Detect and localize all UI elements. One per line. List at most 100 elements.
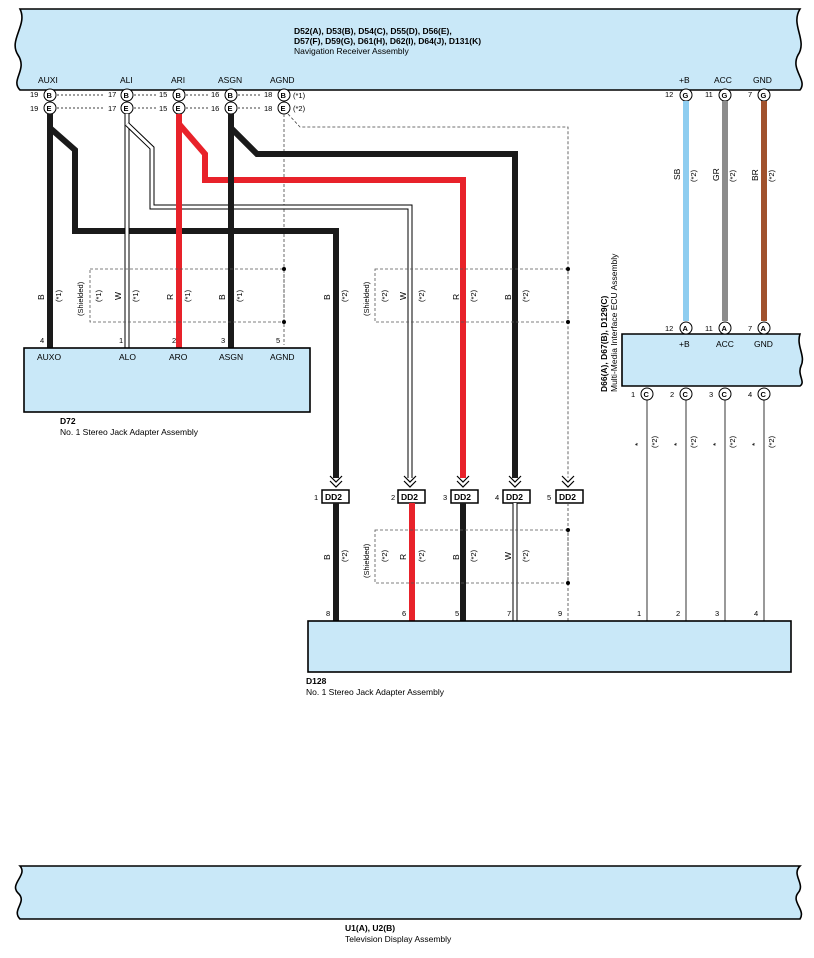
d128-stereo-jack-adapter: 8 6 5 7 9 1 2 3 4 D128 No. 1 Stereo Jack… [306,609,792,697]
svg-text:*: * [633,442,643,446]
nav-receiver-name: Navigation Receiver Assembly [294,46,410,56]
ecu-connectors: D66(A), D67(B), D129(C) [599,295,609,392]
svg-text:ALO: ALO [119,352,136,362]
svg-text:5: 5 [276,336,280,345]
d72-code: D72 [60,416,76,426]
svg-text:(*2): (*2) [469,549,478,562]
svg-text:(*2): (*2) [417,549,426,562]
svg-text:2: 2 [676,609,680,618]
svg-text:B: B [217,294,227,300]
svg-text:2: 2 [391,493,395,502]
svg-text:G: G [683,91,689,100]
svg-text:(*2): (*2) [767,169,776,182]
svg-text:3: 3 [715,609,719,618]
svg-text:4: 4 [495,493,499,502]
ecu-name: Multi-Media Interface ECU Assembly [609,253,619,392]
svg-text:(*2): (*2) [340,549,349,562]
nav-connectors-line2: D57(F), D59(G), D61(H), D62(I), D64(J), … [294,36,481,46]
svg-text:15: 15 [159,90,167,99]
svg-text:9: 9 [558,609,562,618]
dd2-connector-4: DD2 [506,492,523,502]
svg-text:(*1): (*1) [183,289,192,302]
svg-text:(*2): (*2) [469,289,478,302]
svg-text:W: W [398,292,408,300]
svg-text:(*1): (*1) [131,289,140,302]
d72-stereo-jack-adapter: 4 1 2 3 5 AUXO ALO ARO ASGN AGND D72 No.… [23,336,311,437]
svg-text:B: B [47,91,53,100]
svg-text:(*2): (*2) [293,104,306,113]
svg-text:2: 2 [172,336,176,345]
svg-text:(*1): (*1) [235,289,244,302]
svg-text:19: 19 [30,90,38,99]
svg-text:1: 1 [314,493,318,502]
svg-text:R: R [398,554,408,560]
nav-pin-label-gnd: GND [753,75,772,85]
svg-text:(*2): (*2) [521,549,530,562]
svg-text:2: 2 [670,390,674,399]
svg-text:A: A [761,324,767,333]
svg-text:19: 19 [30,104,38,113]
nav-pin-label-ari: ARI [171,75,185,85]
svg-text:R: R [451,294,461,300]
nav-pin-label-agnd: AGND [270,75,295,85]
d72-shield-label: (Shielded) [76,281,85,316]
svg-text:(*2): (*2) [767,435,776,448]
svg-text:4: 4 [40,336,44,345]
television-display-assembly: U1(A), U2(B) Television Display Assembly [14,865,803,944]
svg-text:(*2): (*2) [380,549,389,562]
svg-text:AGND: AGND [270,352,295,362]
lower-shield-label: (Shielded) [362,543,371,578]
dd2-connector-1: DD2 [325,492,342,502]
svg-text:B: B [124,91,130,100]
svg-text:B: B [451,554,461,560]
svg-text:12: 12 [665,90,673,99]
svg-text:1: 1 [119,336,123,345]
svg-text:17: 17 [108,90,116,99]
svg-text:A: A [683,324,689,333]
svg-text:GND: GND [754,339,773,349]
svg-text:SB: SB [672,168,682,180]
svg-text:15: 15 [159,104,167,113]
d128-code: D128 [306,676,327,686]
tv-connectors: U1(A), U2(B) [345,923,395,933]
nav-pin-label-asgn: ASGN [218,75,242,85]
lower-wiring: B (*2) (Shielded) (*2) R (*2) B (*2) W (… [322,503,570,621]
svg-text:E: E [281,104,286,113]
svg-text:C: C [722,390,728,399]
svg-text:E: E [176,104,181,113]
svg-text:B: B [176,91,182,100]
svg-text:6: 6 [402,609,406,618]
svg-text:(*2): (*2) [340,289,349,302]
svg-text:3: 3 [709,390,713,399]
svg-text:*: * [711,442,721,446]
svg-text:7: 7 [748,90,752,99]
svg-text:E: E [47,104,52,113]
dd2-connector-2: DD2 [401,492,418,502]
nav-connectors-line1: D52(A), D53(B), D54(C), D55(D), D56(E), [294,26,452,36]
svg-text:E: E [124,104,129,113]
svg-text:5: 5 [547,493,551,502]
svg-text:G: G [761,91,767,100]
svg-text:AUXO: AUXO [37,352,61,362]
svg-text:(*2): (*2) [728,435,737,448]
svg-text:E: E [228,104,233,113]
dd2-connector-5: DD2 [559,492,576,502]
svg-text:C: C [644,390,650,399]
svg-text:ASGN: ASGN [219,352,243,362]
multimedia-interface-ecu: D66(A), D67(B), D129(C) Multi-Media Inte… [599,253,804,621]
svg-text:1: 1 [631,390,635,399]
svg-text:B: B [36,294,46,300]
svg-text:*: * [750,442,760,446]
mid-shield-label: (Shielded) [362,281,371,316]
svg-text:B: B [503,294,513,300]
svg-text:(*1): (*1) [293,91,306,100]
svg-text:12: 12 [665,324,673,333]
svg-text:(*2): (*2) [689,435,698,448]
svg-text:(*1): (*1) [94,289,103,302]
svg-text:(*2): (*2) [521,289,530,302]
svg-text:18: 18 [264,104,272,113]
svg-text:GR: GR [711,168,721,181]
svg-text:4: 4 [748,390,752,399]
svg-text:BR: BR [750,169,760,181]
svg-text:4: 4 [754,609,758,618]
